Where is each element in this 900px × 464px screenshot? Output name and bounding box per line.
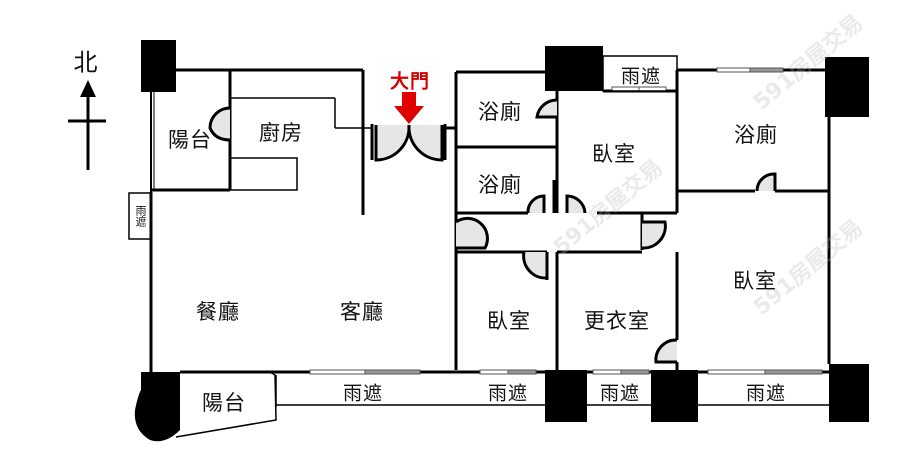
room-label-bathroom-2: 浴廁 xyxy=(478,173,522,197)
room-label-balcony-north: 陽台 xyxy=(168,128,212,152)
entrance-arrow-icon xyxy=(394,92,424,124)
windows xyxy=(309,67,823,375)
canopy-outlines xyxy=(128,55,829,438)
entrance-label: 大門 xyxy=(389,70,431,93)
canopy-label-south-1: 雨遮 xyxy=(342,382,384,405)
doors xyxy=(208,98,777,364)
room-label-bathroom-1: 浴廁 xyxy=(478,100,522,124)
structural-columns xyxy=(134,40,869,442)
room-label-walk-in-closet: 更衣室 xyxy=(584,309,650,333)
room-label-bathroom-master: 浴廁 xyxy=(734,123,778,147)
canopy-label-west: 雨遮 xyxy=(134,205,147,227)
room-label-bedroom-master: 臥室 xyxy=(733,269,777,293)
canopy-label-south-4: 雨遮 xyxy=(745,382,787,405)
north-arrow-icon xyxy=(68,80,106,170)
canopy-label-north: 雨遮 xyxy=(620,65,662,88)
room-label-dining-room: 餐廳 xyxy=(196,300,240,324)
canopy-label-south-2: 雨遮 xyxy=(487,382,529,405)
room-label-bedroom-south: 臥室 xyxy=(487,309,531,333)
room-label-living-room: 客廳 xyxy=(340,300,384,324)
room-label-bedroom-north: 臥室 xyxy=(592,142,636,166)
north-label: 北 xyxy=(73,48,99,77)
room-label-balcony-south: 陽台 xyxy=(202,391,246,415)
canopy-label-south-3: 雨遮 xyxy=(599,382,641,405)
room-label-kitchen: 廚房 xyxy=(259,121,303,145)
